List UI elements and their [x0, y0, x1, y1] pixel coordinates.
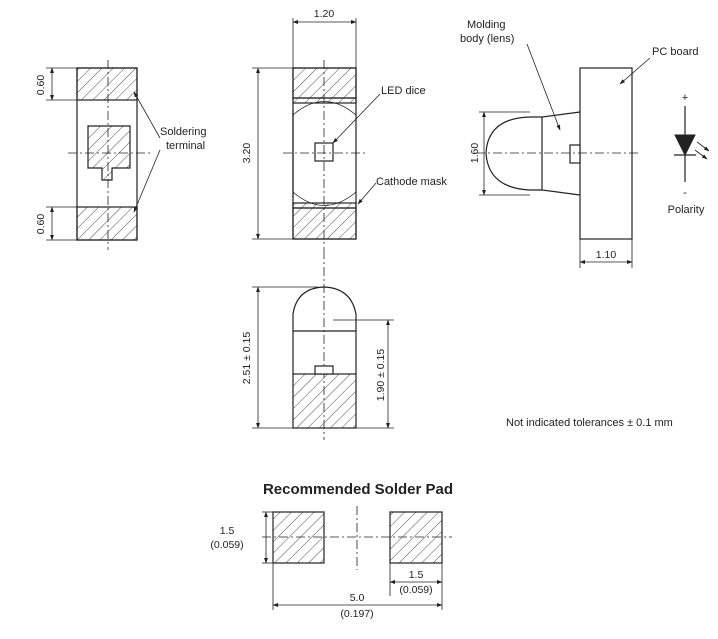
length-dim: 3.20	[241, 143, 253, 164]
front-base	[292, 373, 357, 429]
pc-board-label: PC board	[652, 46, 698, 58]
soldering-terminal-label: Soldering	[160, 126, 206, 138]
pad-height-dim: 1.5	[220, 525, 235, 537]
cathode-mask-label: Cathode mask	[376, 176, 447, 188]
pad-top-height-dim: 0.60	[35, 75, 47, 96]
pad-span-dim: 5.0	[350, 592, 365, 604]
pad-bottom-height-dim: 0.60	[35, 214, 47, 235]
diode-icon	[674, 134, 696, 157]
svg-text:(0.059): (0.059)	[399, 584, 432, 596]
lens-height-dim: 1.60	[469, 143, 481, 164]
svg-text:(0.059): (0.059)	[210, 539, 243, 551]
polarity-symbol: + - Polarity	[668, 92, 710, 216]
polarity-label: Polarity	[668, 204, 705, 216]
lens	[485, 116, 542, 191]
optical-height-dim: 1.90 ± 0.15	[375, 349, 387, 402]
molding-body-label: Molding	[467, 19, 506, 31]
minus-sign: -	[683, 187, 687, 199]
front-view: 2.51 ± 0.15 1.90 ± 0.15	[241, 250, 394, 440]
svg-text:body (lens): body (lens)	[460, 33, 514, 45]
plus-sign: +	[682, 92, 688, 104]
right-solder-pad	[389, 511, 443, 564]
side-view: 1.60 1.10 Molding body (lens) PC board	[460, 19, 698, 268]
pc-board	[579, 67, 633, 240]
top-view: 1.20 3.20 LED dice Cathode mask	[241, 8, 447, 250]
left-solder-pad	[272, 511, 325, 564]
side-height-dim: 2.51 ± 0.15	[241, 332, 253, 385]
body-depth-dim: 1.10	[596, 249, 617, 261]
lens-profile	[292, 286, 357, 331]
svg-text:terminal: terminal	[166, 140, 205, 152]
pad-width-dim: 1.5	[409, 569, 424, 581]
bottom-view: 0.60 0.60 Soldering terminal	[35, 60, 206, 250]
svg-text:(0.197): (0.197)	[340, 608, 373, 620]
top-solder-terminal	[76, 67, 138, 101]
tolerance-note: Not indicated tolerances ± 0.1 mm	[506, 417, 673, 429]
solder-pad-section: Recommended Solder Pad 1.5 (0.059) 1.5 (…	[210, 481, 453, 620]
width-dim: 1.20	[314, 8, 335, 20]
led-dice-label: LED dice	[381, 85, 426, 97]
bottom-solder-terminal	[76, 206, 138, 241]
solder-pad-title: Recommended Solder Pad	[263, 481, 453, 498]
